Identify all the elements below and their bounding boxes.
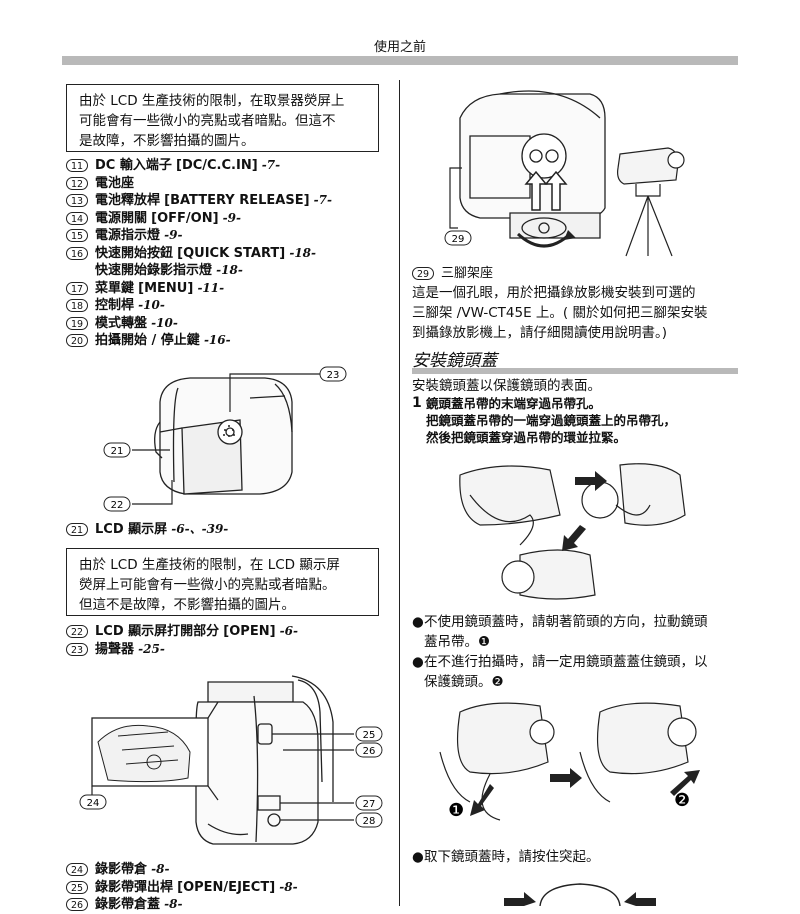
note-line: 由於 LCD 生產技術的限制，在 LCD 顯示屏 <box>79 557 340 573</box>
svg-text:28: 28 <box>363 816 376 827</box>
callout-24: 24 <box>79 794 107 810</box>
callout-22: 22 <box>103 496 131 512</box>
lcd-monitor-illustration: 23 21 22 <box>103 366 347 512</box>
callout-27: 27 <box>355 795 383 811</box>
svg-text:24: 24 <box>87 798 100 809</box>
callout-25: 25 <box>355 726 383 742</box>
section-rule <box>412 368 738 374</box>
bullet-list-1: ●不使用鏡頭蓋時，請朝著箭頭的方向，拉動鏡頭蓋吊帶。❶ ●在不進行拍攝時，請一定… <box>412 612 742 692</box>
svg-text:25: 25 <box>363 730 376 741</box>
list-item: 快速開始錄影指示燈 -18- <box>95 263 243 278</box>
viewfinder-note-box: 由於 LCD 生產技術的限制，在取景器熒屏上 可能會有一些微小的亮點或者暗點。但… <box>66 84 379 152</box>
svg-text:22: 22 <box>111 500 124 511</box>
callout-26: 26 <box>355 742 383 758</box>
tripod-mount-illustration: 29 <box>444 90 685 257</box>
header-rule <box>62 56 738 65</box>
section-intro: 安裝鏡頭蓋以保護鏡頭的表面。 <box>412 378 601 394</box>
bullet-item: ●取下鏡頭蓋時，請按住突起。 <box>412 849 600 865</box>
column-divider <box>399 80 400 906</box>
svg-text:21: 21 <box>111 446 124 457</box>
lens-cap-usage-illustration: ❶ ❷ <box>439 702 700 821</box>
svg-text:27: 27 <box>363 799 376 810</box>
note-line: 由於 LCD 生產技術的限制，在取景器熒屏上 <box>79 93 345 109</box>
callout-21: 21 <box>103 442 131 458</box>
bullet-item: ●不使用鏡頭蓋時，請朝著箭頭的方向，拉動鏡頭蓋吊帶。❶ <box>412 614 708 650</box>
note-line: 但這不是故障，不影響拍攝的圖片。 <box>79 597 295 613</box>
tripod-desc-line: 三腳架 /VW-CT45E 上。( 關於如何把三腳架安裝 <box>412 304 708 321</box>
lcd-note-box: 由於 LCD 生產技術的限制，在 LCD 顯示屏 熒屏上可能會有一些微小的亮點或… <box>66 548 379 616</box>
bullet-item: ●在不進行拍攝時，請一定用鏡頭蓋蓋住鏡頭，以保護鏡頭。❷ <box>412 654 708 690</box>
svg-text:26: 26 <box>363 746 376 757</box>
lens-cap-removal-illustration <box>504 883 656 906</box>
note-line: 可能會有一些微小的亮點或者暗點。但這不 <box>79 113 336 129</box>
marker-2: ❷ <box>674 790 690 811</box>
cassette-side-illustration: 25 26 27 28 24 <box>79 675 383 845</box>
callout-29: 29 <box>444 230 472 246</box>
section-title: 安裝鏡頭蓋 <box>412 351 497 371</box>
tripod-desc-line: 到攝錄放影機上，請仔細閱讀使用說明書。) <box>412 324 668 341</box>
lens-cap-strap-illustration <box>459 463 686 600</box>
page-header-title: 使用之前 <box>373 40 426 55</box>
note-line: 是故障，不影響拍攝的圖片。 <box>79 133 255 149</box>
tripod-desc-line: 這是一個孔眼，用於把攝錄放影機安裝到可選的 <box>412 284 696 301</box>
marker-1: ❶ <box>448 800 464 821</box>
note-line: 熒屏上可能會有一些微小的亮點或者暗點。 <box>79 577 336 593</box>
svg-text:23: 23 <box>327 370 340 381</box>
tripod-title: 三腳架座 <box>441 266 494 281</box>
svg-text:29: 29 <box>452 234 465 245</box>
callout-23: 23 <box>319 366 347 382</box>
callout-28: 28 <box>355 812 383 828</box>
